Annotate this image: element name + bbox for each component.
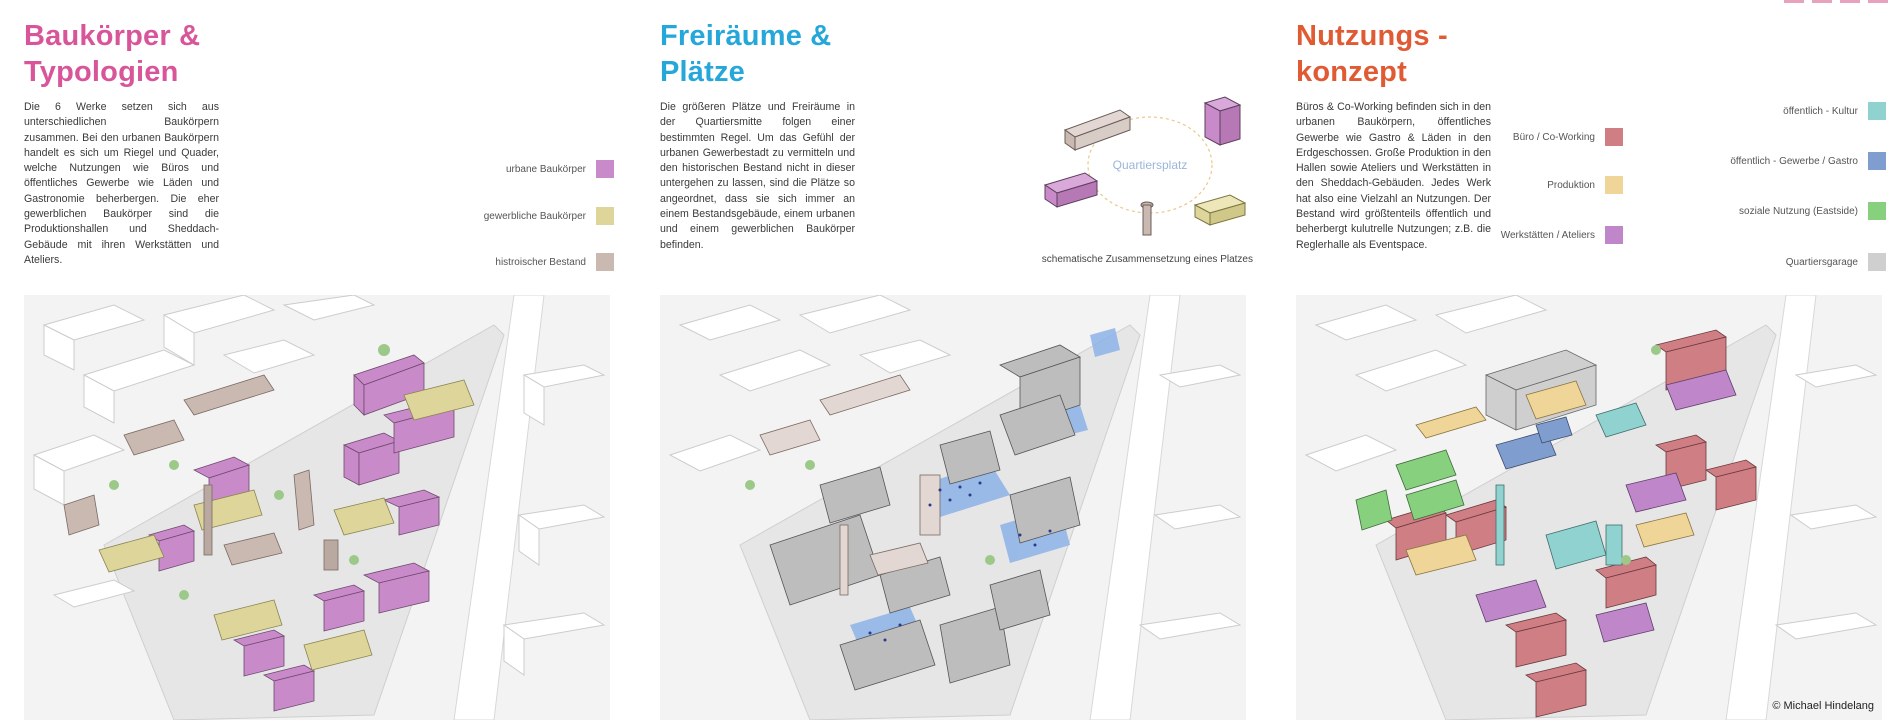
legend-swatch <box>1868 152 1886 170</box>
panel-open-spaces: Freiräume & Plätze Die größeren Plätze u… <box>660 0 1253 720</box>
legend-label: Produktion <box>1547 179 1595 191</box>
corner-mark-1 <box>1784 0 1804 3</box>
corner-mark-2 <box>1812 0 1832 3</box>
legend-label: Büro / Co-Working <box>1512 131 1595 143</box>
legend-label: soziale Nutzung (Eastside) <box>1739 205 1858 217</box>
legend-swatch <box>596 207 614 225</box>
legend-label: Quartiersgarage <box>1785 256 1858 268</box>
corner-mark-4 <box>1868 0 1888 3</box>
legend-label: öffentlich - Gewerbe / Gastro <box>1730 155 1858 167</box>
corner-mark-3 <box>1840 0 1860 3</box>
legend-label: histroischer Bestand <box>495 256 586 268</box>
legend-item-social: soziale Nutzung (Eastside) <box>1739 202 1886 220</box>
panel-usage-concept: Nutzungs - konzept Büros & Co-Working be… <box>1296 0 1886 720</box>
panel-title: Freiräume & Plätze <box>660 18 831 90</box>
legend-item-trade: öffentlich - Gewerbe / Gastro <box>1730 152 1886 170</box>
panel-title: Nutzungs - konzept <box>1296 18 1448 90</box>
title-line-1: Baukörper & <box>24 20 201 52</box>
legend-item-workshops: Werkstätten / Ateliers <box>1501 226 1623 244</box>
title-line-2: Typologien <box>24 56 179 88</box>
legend-item-historic: histroischer Bestand <box>495 253 614 271</box>
axonometric-site-plan <box>24 295 610 720</box>
panel-building-typologies: Baukörper & Typologien Die 6 Werke setze… <box>24 0 614 720</box>
legend-label: gewerbliche Baukörper <box>483 210 586 222</box>
description-text: Büros & Co-Working befinden sich in den … <box>1296 101 1491 251</box>
plaza-schema-diagram: Quartiersplatz <box>1035 95 1250 270</box>
legend-item-urban: urbane Baukörper <box>506 160 614 178</box>
legend-swatch <box>1605 226 1623 244</box>
site-plan-drawing <box>24 295 610 720</box>
legend-swatch <box>1868 102 1886 120</box>
title-line-1: Freiräume & <box>660 20 832 52</box>
title-line-2: konzept <box>1296 56 1407 88</box>
legend-label: urbane Baukörper <box>505 163 586 175</box>
axonometric-site-plan <box>660 295 1246 720</box>
legend-item-garage: Quartiersgarage <box>1786 253 1886 271</box>
schema-caption: schematische Zusammensetzung eines Platz… <box>1041 254 1253 265</box>
legend-swatch <box>1605 128 1623 146</box>
schema-label: Quartiersplatz <box>1113 158 1188 172</box>
description-text: Die größeren Plätze und Freiräume in der… <box>660 101 855 251</box>
legend-item-culture: öffentlich - Kultur <box>1783 102 1886 120</box>
description-text: Die 6 Werke setzen sich aus unterschiedl… <box>24 101 219 266</box>
legend-swatch <box>1868 253 1886 271</box>
legend-label: öffentlich - Kultur <box>1783 105 1858 117</box>
axonometric-site-plan <box>1296 295 1882 720</box>
photo-credit: © Michael Hindelang <box>1772 700 1874 712</box>
legend-swatch <box>1868 202 1886 220</box>
legend-swatch <box>596 253 614 271</box>
legend-item-production: Produktion <box>1547 176 1623 194</box>
legend-item-office: Büro / Co-Working <box>1513 128 1623 146</box>
panel-title: Baukörper & Typologien <box>24 18 200 90</box>
legend-swatch <box>1605 176 1623 194</box>
title-line-2: Plätze <box>660 56 746 88</box>
legend-label: Werkstätten / Ateliers <box>1500 229 1595 241</box>
legend-item-commercial: gewerbliche Baukörper <box>484 207 614 225</box>
legend-swatch <box>596 160 614 178</box>
site-plan-drawing <box>660 295 1246 720</box>
site-plan-drawing <box>1296 295 1882 720</box>
title-line-1: Nutzungs - <box>1296 20 1448 52</box>
